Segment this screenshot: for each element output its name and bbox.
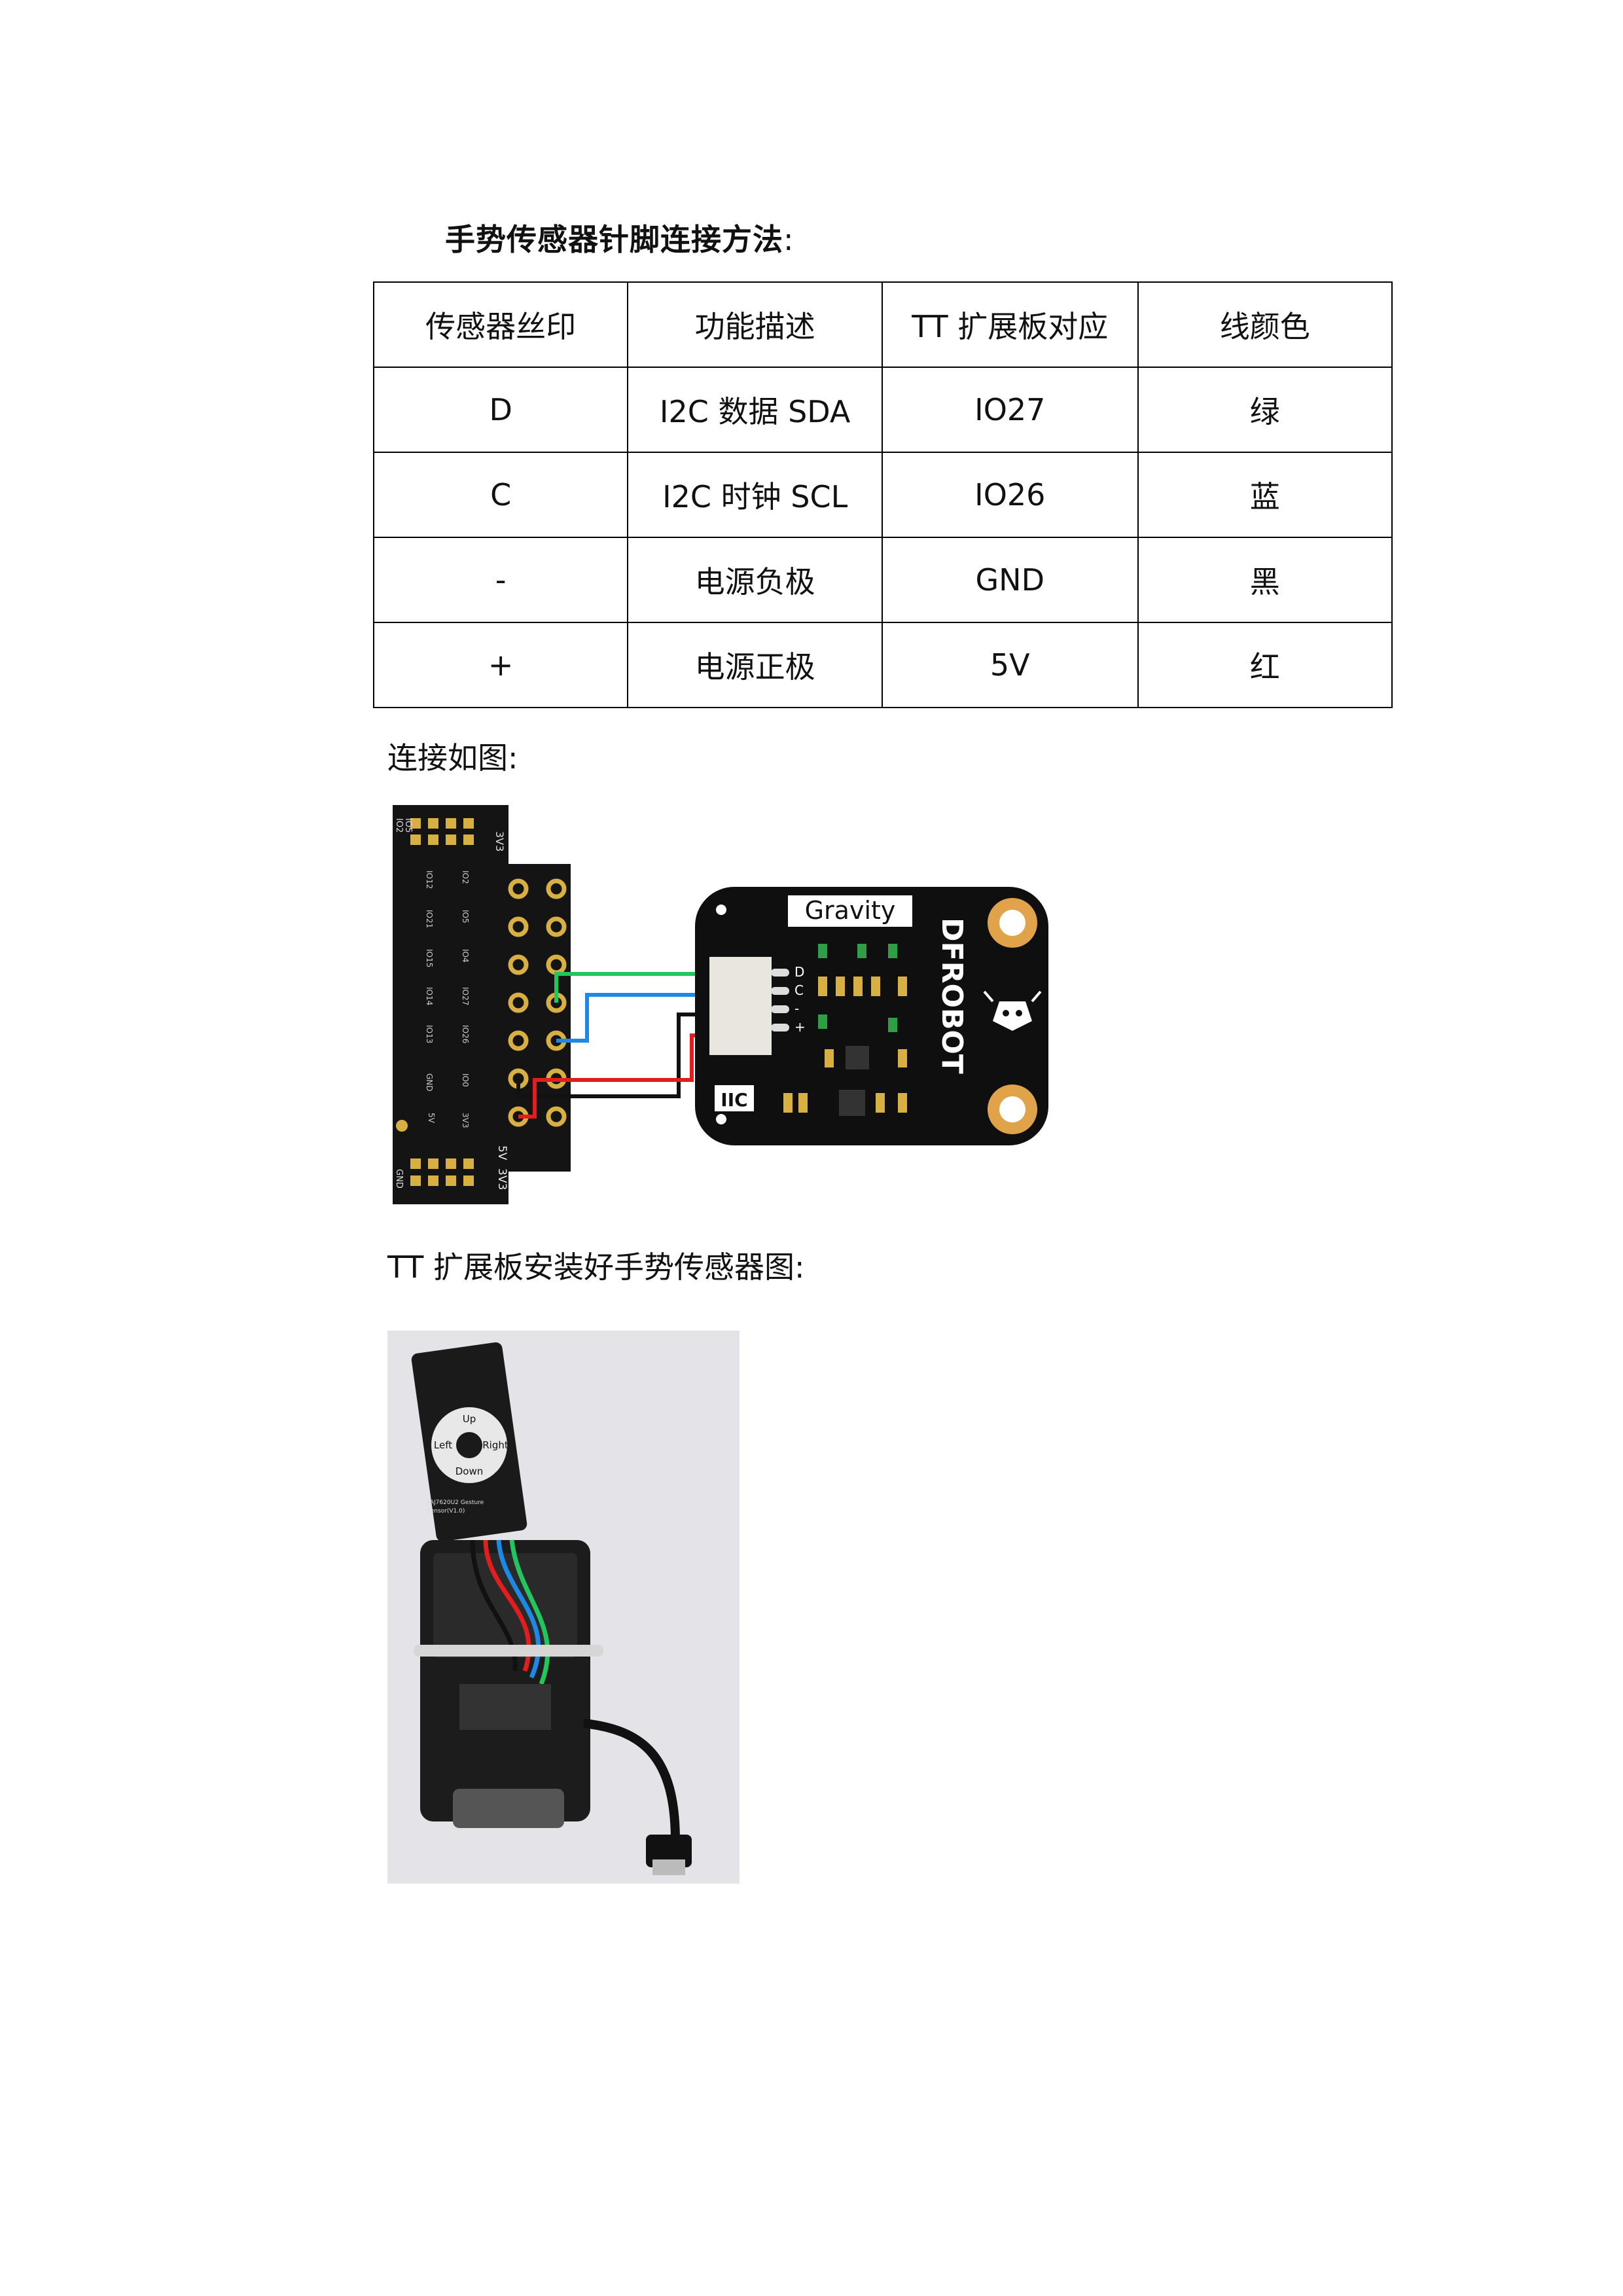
svg-text:IO0: IO0: [461, 1073, 470, 1087]
usb-plug: [646, 1835, 692, 1867]
connector-pins: [771, 969, 789, 1031]
board-side-label: IO2: [394, 818, 404, 833]
caption-installed: TT 扩展板安装好手势传感器图:: [387, 1249, 805, 1285]
table-cell: GND: [881, 537, 1139, 623]
svg-text:5V: 5V: [495, 1145, 508, 1160]
iic-label-box: [715, 1085, 754, 1111]
svg-text:IO27: IO27: [461, 987, 470, 1005]
expansion-board: [393, 805, 571, 1204]
table-row: D I2C 数据 SDA IO27 绿: [372, 367, 1393, 453]
header-cell: TT 扩展板对应: [881, 281, 1139, 368]
table-row: C I2C 时钟 SCL IO26 蓝: [372, 452, 1393, 538]
svg-text:IO12: IO12: [425, 870, 434, 889]
brand-label: Gravity: [805, 896, 896, 925]
svg-text:IO13: IO13: [425, 1025, 434, 1043]
pin-connection-table: 传感器丝印 功能描述 TT 扩展板对应 线颜色 D I2C 数据 SDA IO2…: [372, 281, 1393, 708]
svg-text:3V3: 3V3: [495, 1168, 508, 1190]
svg-text:Left: Left: [434, 1439, 452, 1451]
usb-cable: [583, 1719, 680, 1842]
table-cell: 蓝: [1137, 452, 1393, 538]
table-cell: I2C 时钟 SCL: [627, 452, 883, 538]
installed-sensor-photo: Up Right Down Left PAJ7620U2 Gesture Sen…: [387, 1331, 740, 1884]
svg-text:Up: Up: [463, 1413, 476, 1425]
svg-text:Right: Right: [482, 1439, 508, 1451]
table-cell: 5V: [881, 622, 1139, 708]
caption-wiring: 连接如图:: [387, 740, 518, 776]
gravity-connector: [709, 957, 772, 1055]
svg-text:D: D: [794, 964, 804, 980]
wire-green: [554, 972, 718, 1003]
table-cell: I2C 数据 SDA: [627, 367, 883, 453]
table-cell: IO27: [881, 367, 1139, 453]
svg-text:IO5: IO5: [461, 910, 470, 924]
board-header-pins: [508, 878, 567, 1127]
table-cell: -: [372, 537, 629, 623]
board-gnd-label: GND: [394, 1169, 404, 1189]
board-bottom-labels: 5V 3V3: [495, 1145, 508, 1190]
case-bottom: [453, 1789, 564, 1828]
section-heading: 手势传感器针脚连接方法:: [445, 222, 794, 257]
header-cell: 功能描述: [627, 281, 883, 368]
svg-text:IO2: IO2: [461, 870, 470, 884]
svg-text:IO21: IO21: [425, 910, 434, 928]
svg-text:-: -: [794, 1001, 799, 1016]
svg-text:3V3: 3V3: [461, 1113, 470, 1128]
table-cell: 黑: [1137, 537, 1393, 623]
svg-text:Sensor(V1.0): Sensor(V1.0): [427, 1508, 465, 1515]
header-cell: 传感器丝印: [372, 281, 629, 368]
svg-text:PAJ7620U2 Gesture: PAJ7620U2 Gesture: [427, 1499, 484, 1506]
wiring-diagram: 3V3 IO2 IO5 GND IO12 IO21 IO15 IO14 IO13…: [393, 805, 1048, 1204]
svg-text:5V: 5V: [427, 1113, 436, 1124]
svg-text:IO14: IO14: [425, 987, 434, 1005]
dial-labels: Up Right Down Left: [434, 1413, 508, 1477]
table-cell: 电源负极: [627, 537, 883, 623]
svg-text:+: +: [794, 1019, 806, 1035]
smd-components: [783, 944, 907, 1116]
table-cell: 绿: [1137, 367, 1393, 453]
table-row: + 电源正极 5V 红: [372, 622, 1393, 708]
svg-text:C: C: [794, 982, 804, 998]
board-side-label: IO5: [403, 818, 413, 833]
board-pads-bottom: [410, 1158, 474, 1186]
header-cell: 线颜色: [1137, 281, 1393, 368]
board-pads-top: [410, 818, 474, 845]
svg-text:GND: GND: [425, 1073, 434, 1092]
header-socket: [459, 1684, 551, 1730]
rubber-band: [414, 1645, 603, 1657]
board-mount-pad: [396, 1120, 408, 1132]
iface-label: IIC: [721, 1089, 747, 1111]
module-text: PAJ7620U2 Gesture Sensor(V1.0): [427, 1499, 484, 1515]
svg-text:IO26: IO26: [461, 1025, 470, 1043]
wire-blue: [556, 993, 718, 1043]
maker-label: DFROBOT: [935, 918, 969, 1074]
svg-text:IO4: IO4: [461, 949, 470, 963]
robot-logo-icon: [983, 990, 1042, 1031]
table-cell: 电源正极: [627, 622, 883, 708]
connector-pin-labels: D C - +: [794, 964, 806, 1035]
board-pin-labels: IO12 IO21 IO15 IO14 IO13 GND IO2 IO5 IO4…: [425, 870, 470, 1128]
table-cell: C: [372, 452, 629, 538]
gravity-label-box: [788, 895, 912, 927]
wire-black: [516, 1013, 718, 1098]
table-header-row: 传感器丝印 功能描述 TT 扩展板对应 线颜色: [372, 281, 1393, 368]
table-cell: D: [372, 367, 629, 453]
table-cell: 红: [1137, 622, 1393, 708]
svg-text:IO15: IO15: [425, 949, 434, 967]
table-cell: IO26: [881, 452, 1139, 538]
svg-text:Down: Down: [455, 1465, 484, 1477]
board-label-top: 3V3: [493, 831, 506, 852]
table-cell: +: [372, 622, 629, 708]
sensor-module: [695, 887, 1048, 1145]
table-row: - 电源负极 GND 黑: [372, 537, 1393, 623]
